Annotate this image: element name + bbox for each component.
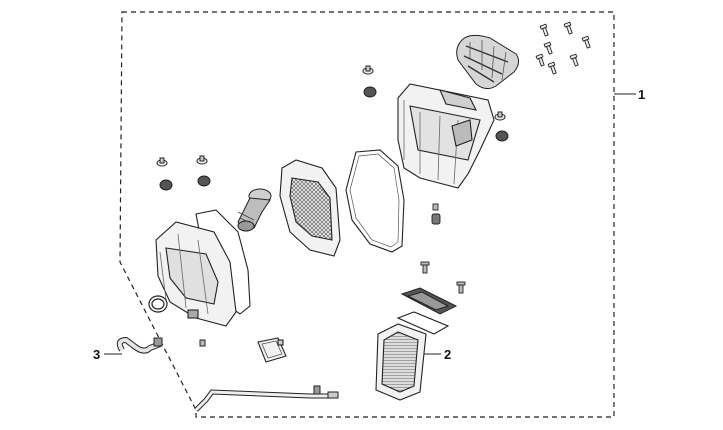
filter-seal-ring xyxy=(396,311,450,335)
filter-bracket xyxy=(400,287,458,315)
air-box-lower-case xyxy=(155,221,237,327)
breather-hose-part-3 xyxy=(116,336,163,354)
grommet-upper xyxy=(362,65,509,142)
drain-plug-small xyxy=(431,203,441,225)
small-plug xyxy=(199,339,206,347)
grommet-left xyxy=(156,155,211,191)
callout-2-label: 2 xyxy=(444,347,452,362)
drain-tube xyxy=(194,385,339,412)
filter-element-frame xyxy=(279,159,341,257)
assembly-boundary-dashed xyxy=(119,11,615,418)
air-box-gasket xyxy=(345,149,405,253)
inspection-plate xyxy=(257,337,287,363)
intake-duct-upper xyxy=(456,34,520,90)
screw-set-middle xyxy=(420,261,466,294)
hose-clamp-ring xyxy=(148,295,168,313)
air-filter-element-part-2 xyxy=(375,323,427,401)
rubber-elbow-duct xyxy=(237,188,272,232)
callout-3-label: 3 xyxy=(93,347,101,362)
callout-1-label: 1 xyxy=(638,87,646,102)
bolt-set-top-right xyxy=(535,21,591,75)
air-box-gasket-inner xyxy=(349,153,400,248)
air-box-upper-case xyxy=(397,83,495,189)
